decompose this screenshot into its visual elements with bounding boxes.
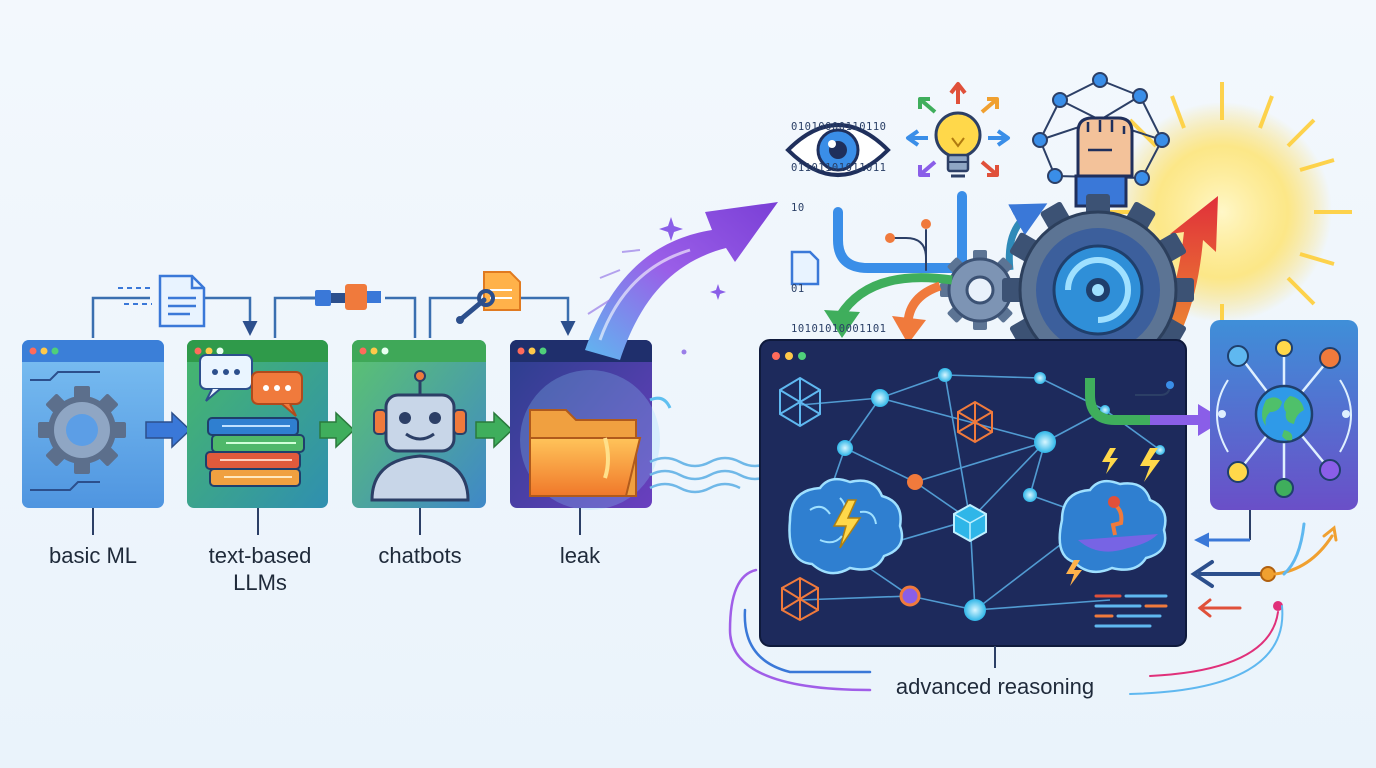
top-connectors [91,296,576,338]
stage-basic-ml-window [22,340,164,508]
brain-icon [1058,479,1167,574]
binary-row: 01101101011011 [791,161,887,174]
output-pipe [1085,378,1205,425]
eye-icon [785,123,891,177]
flow-arrow-2 [319,411,356,449]
speech-bubble-icon [199,354,303,417]
network-nodes [837,368,1165,621]
feedback-arrow-top [1005,203,1048,271]
orange-curve-arrowhead [892,316,926,344]
binary-row: 10101010001101 [791,323,887,335]
flow-arrow-1 [145,411,192,449]
connector-icon [300,284,381,310]
gear-icon [940,250,1020,330]
binary-row: 01010000110110 [791,121,887,133]
document-icon [118,274,206,328]
globe-panel [1210,320,1358,510]
books-icon [205,417,305,487]
binary-row: 10 [791,202,805,214]
feedback-loops [728,522,1338,695]
advanced-reasoning-panel [759,339,1187,647]
breakthrough-arrow [585,202,778,360]
flow-arrow-3 [475,411,514,449]
robot-icon [370,370,470,502]
lightbulb-icon [934,111,982,178]
gear-icon [1002,194,1194,386]
stage-leak-window [510,340,672,510]
stage-text-llms-window [187,340,328,508]
stage-label-chatbots: chatbots [378,543,462,568]
binary-row: 01 [791,282,805,295]
code-lines [1094,594,1168,628]
leak-waves [649,456,771,494]
fist-icon [1074,116,1134,208]
brain-icon [788,477,904,575]
stage-chatbots-window [352,340,486,508]
cube-node [953,503,987,543]
orange-curve-arrow [903,281,942,323]
input-pipes [833,191,967,273]
stage-label-advanced-reasoning: advanced reasoning [895,674,1095,699]
stage-label-leak: leak [559,543,601,568]
stage-label-text-llms-line2: LLMs [233,570,287,595]
green-curve-arrow [836,273,953,319]
green-curve-arrowhead [824,310,860,338]
stage-label-basic-ml: basic ML [48,543,138,568]
idea-rays [906,82,1010,177]
globe-icon [1254,384,1314,444]
folder-icon [529,409,642,497]
gear-icon [38,386,126,474]
stage-label-text-llms-line1: text-based [208,543,312,568]
stage-label-text-llms: text-based LLMs [190,542,330,596]
wrench-icon [456,271,521,324]
doc-small [790,250,820,286]
binary-stream: 01010000110110 01101101011011 10 01 1010… [791,94,887,350]
